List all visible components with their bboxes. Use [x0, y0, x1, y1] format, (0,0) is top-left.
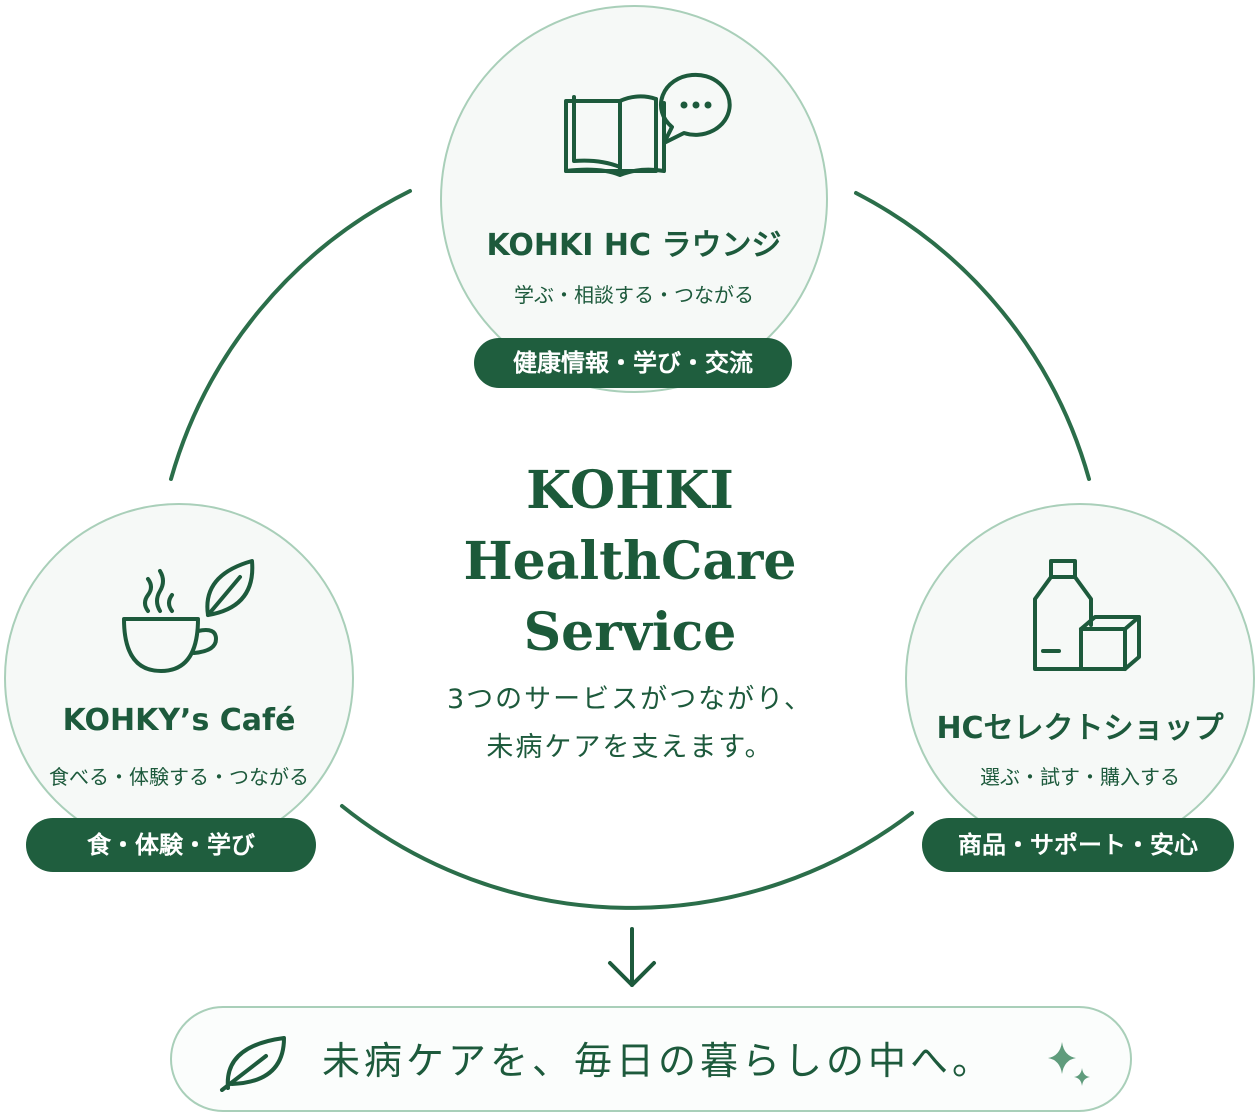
lounge-title: KOHKI HC ラウンジ: [486, 228, 782, 263]
ring-arc-right: [854, 191, 1091, 481]
ring-arc-left: [169, 189, 412, 481]
arrow-down-icon: [608, 927, 656, 987]
center-title-line-2: HealthCare: [463, 531, 797, 592]
book-with-speech-bubble-icon: [564, 72, 732, 177]
cafe-node: KOHKY’s Café 食べる・体験する・つながる: [4, 503, 354, 853]
cafe-subtitle: 食べる・体験する・つながる: [49, 765, 309, 789]
center-subtitle-line-1: 3つのサービスがつながり、: [446, 684, 814, 715]
tagline-banner: 未病ケアを、毎日の暮らしの中へ。: [170, 1006, 1132, 1112]
shop-node: HCセレクトショップ 選ぶ・試す・購入する: [905, 503, 1255, 853]
center-title-line-1: KOHKI: [526, 460, 734, 521]
sparkle-icon: [1048, 1042, 1090, 1086]
shop-title: HCセレクトショップ: [936, 711, 1224, 746]
shop-badge: 商品・サポート・安心: [922, 818, 1234, 872]
leaf-icon: [220, 1036, 286, 1092]
center-subtitle: 3つのサービスがつながり、 未病ケアを支えます。: [400, 676, 860, 772]
coffee-cup-with-leaf-icon: [122, 559, 255, 673]
ring-arc-bottom: [340, 804, 914, 910]
center-title: KOHKI HealthCare Service: [400, 455, 860, 668]
lounge-node: KOHKI HC ラウンジ 学ぶ・相談する・つながる: [440, 5, 828, 393]
lounge-subtitle: 学ぶ・相談する・つながる: [514, 283, 754, 307]
tagline-text: 未病ケアを、毎日の暮らしの中へ。: [322, 1039, 995, 1083]
lounge-badge: 健康情報・学び・交流: [474, 338, 792, 388]
center-title-line-3: Service: [523, 602, 737, 663]
cafe-badge: 食・体験・学び: [26, 818, 316, 872]
cafe-title: KOHKY’s Café: [62, 703, 296, 738]
bottle-and-box-icon: [1033, 559, 1141, 671]
shop-subtitle: 選ぶ・試す・購入する: [980, 765, 1180, 789]
center-subtitle-line-2: 未病ケアを支えます。: [486, 732, 774, 763]
